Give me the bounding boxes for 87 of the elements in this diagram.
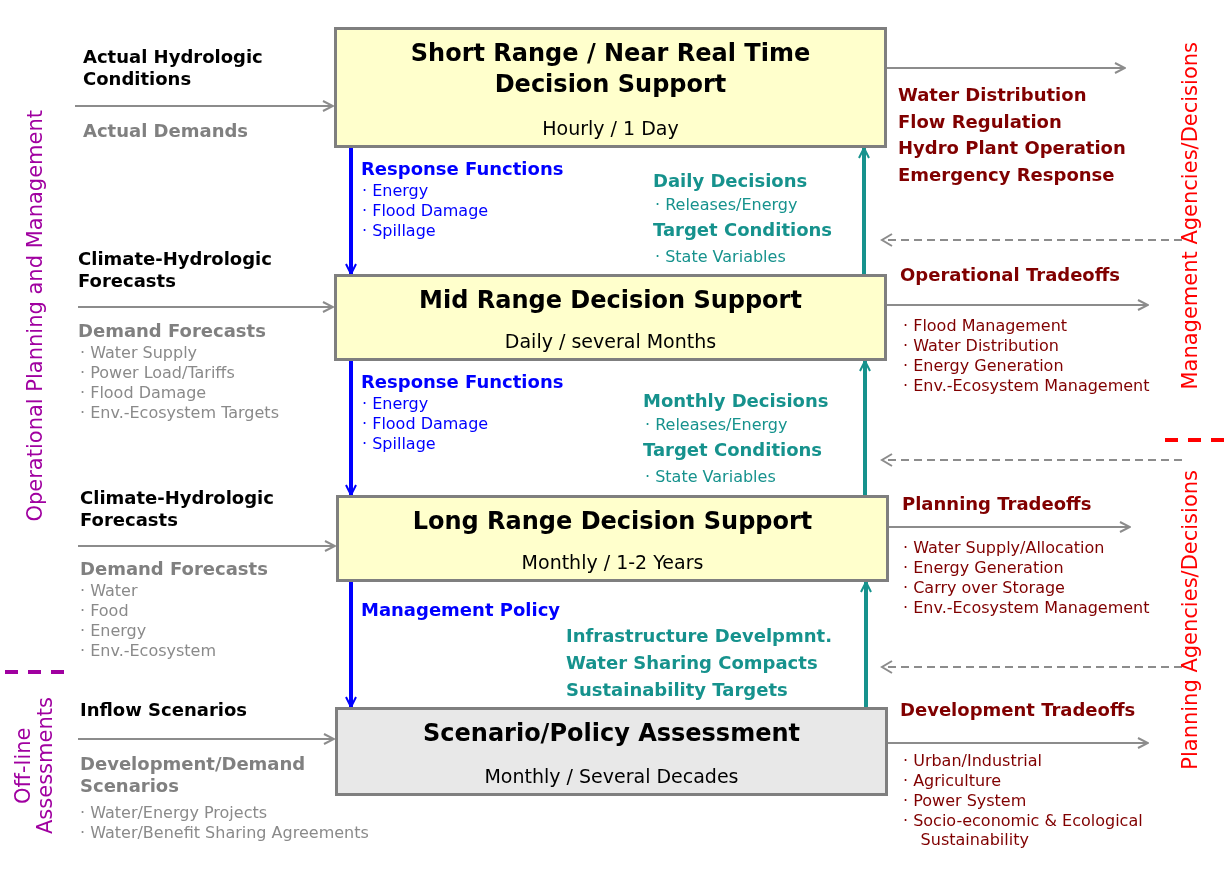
input-label: Climate-Hydrologic Forecasts [80, 487, 275, 531]
list-item: · Water Supply [80, 343, 198, 363]
list-item: · Energy Generation [903, 558, 1064, 578]
list-item: · Flood Management [903, 316, 1068, 336]
arrow [887, 737, 1149, 749]
process-box [334, 27, 887, 148]
list-item: · Water Distribution [903, 336, 1059, 356]
process-box [335, 707, 888, 796]
arrow [888, 521, 1131, 533]
arrow [859, 360, 871, 495]
process-box [336, 495, 889, 582]
flow-label: Target Conditions [643, 439, 823, 461]
list-item: · Spillage [362, 434, 436, 454]
list-item: · Env.-Ecosystem Management [903, 598, 1150, 618]
time-horizon: Monthly / Several Decades [484, 765, 739, 787]
input-label: Development/Demand Scenarios [80, 753, 307, 797]
input-label: Actual Demands [83, 120, 249, 142]
input-label: Inflow Scenarios [80, 699, 248, 721]
arrow [77, 540, 336, 552]
output-label: Operational Tradeoffs [900, 264, 1121, 286]
flow-label: Management Policy [361, 599, 561, 621]
input-label: Demand Forecasts [80, 558, 268, 580]
list-item: · Urban/Industrial [903, 751, 1042, 771]
flow-label: Target Conditions [653, 219, 833, 241]
flow-label: Sustainability Targets [566, 679, 788, 701]
side-label: Planning Agencies/Decisions [1178, 470, 1203, 770]
output-label: Hydro Plant Operation [898, 137, 1126, 159]
box-title: Scenario/Policy Assessment [423, 718, 800, 749]
list-item: · Releases/Energy [645, 415, 788, 435]
list-item: · Water Supply/Allocation [903, 538, 1105, 558]
list-item: · Energy [80, 621, 147, 641]
list-item: · Agriculture [903, 771, 1002, 791]
list-item: · Energy Generation [903, 356, 1064, 376]
list-item: · Water/Benefit Sharing Agreements [80, 823, 369, 843]
list-item: · Flood Damage [80, 383, 207, 403]
list-item: · Energy [362, 394, 429, 414]
input-label: Actual Hydrologic Conditions [83, 46, 264, 90]
list-item: · Env.-Ecosystem Management [903, 376, 1150, 396]
list-item: · Carry over Storage [903, 578, 1065, 598]
list-item: · Flood Damage [362, 201, 489, 221]
list-item: · Env.-Ecosystem Targets [80, 403, 279, 423]
list-item: · Power Load/Tariffs [80, 363, 235, 383]
list-item: · Water [80, 581, 138, 601]
list-item: · Socio-economic & Ecological Sustainability [903, 811, 1144, 850]
arrow [860, 581, 872, 707]
arrow [886, 299, 1149, 311]
box-title: Long Range Decision Support [412, 506, 813, 537]
input-label: Demand Forecasts [78, 320, 266, 342]
input-label: Climate-Hydrologic Forecasts [78, 248, 273, 292]
flow-label: Water Sharing Compacts [566, 652, 818, 674]
arrow [77, 301, 334, 313]
arrow [345, 148, 357, 275]
list-item: · Food [80, 601, 129, 621]
output-label: Flow Regulation [898, 111, 1062, 133]
list-item: · Energy [362, 181, 429, 201]
output-label: Planning Tradeoffs [902, 493, 1092, 515]
list-item: · Water/Energy Projects [80, 803, 268, 823]
flow-label: Infrastructure Develpmnt. [566, 625, 832, 647]
list-item: · State Variables [645, 467, 776, 487]
list-item: · Flood Damage [362, 414, 489, 434]
arrow [77, 733, 335, 745]
time-horizon: Monthly / 1-2 Years [521, 551, 704, 573]
side-label: Off-line Assessments [12, 696, 57, 836]
list-item: · State Variables [655, 247, 786, 267]
arrow [345, 361, 357, 496]
list-item: · Releases/Energy [655, 195, 798, 215]
arrow [858, 147, 870, 274]
output-label: Emergency Response [898, 164, 1115, 186]
box-title: Short Range / Near Real Time Decision Support [410, 38, 811, 101]
list-item: · Power System [903, 791, 1027, 811]
time-horizon: Daily / several Months [504, 330, 717, 352]
process-box [334, 274, 887, 361]
arrow [345, 582, 357, 708]
time-horizon: Hourly / 1 Day [542, 117, 679, 139]
output-label: Development Tradeoffs [900, 699, 1136, 721]
side-label: Operational Planning and Management [24, 110, 47, 522]
box-title: Mid Range Decision Support [419, 285, 802, 316]
arrow [886, 62, 1126, 74]
arrow [74, 100, 334, 112]
side-label: Management Agencies/Decisions [1178, 42, 1203, 390]
flow-label: Monthly Decisions [643, 390, 829, 412]
flow-label: Response Functions [361, 158, 564, 180]
flow-label: Response Functions [361, 371, 564, 393]
flow-label: Daily Decisions [653, 170, 808, 192]
output-label: Water Distribution [898, 84, 1087, 106]
list-item: · Spillage [362, 221, 436, 241]
list-item: · Env.-Ecosystem [80, 641, 217, 661]
